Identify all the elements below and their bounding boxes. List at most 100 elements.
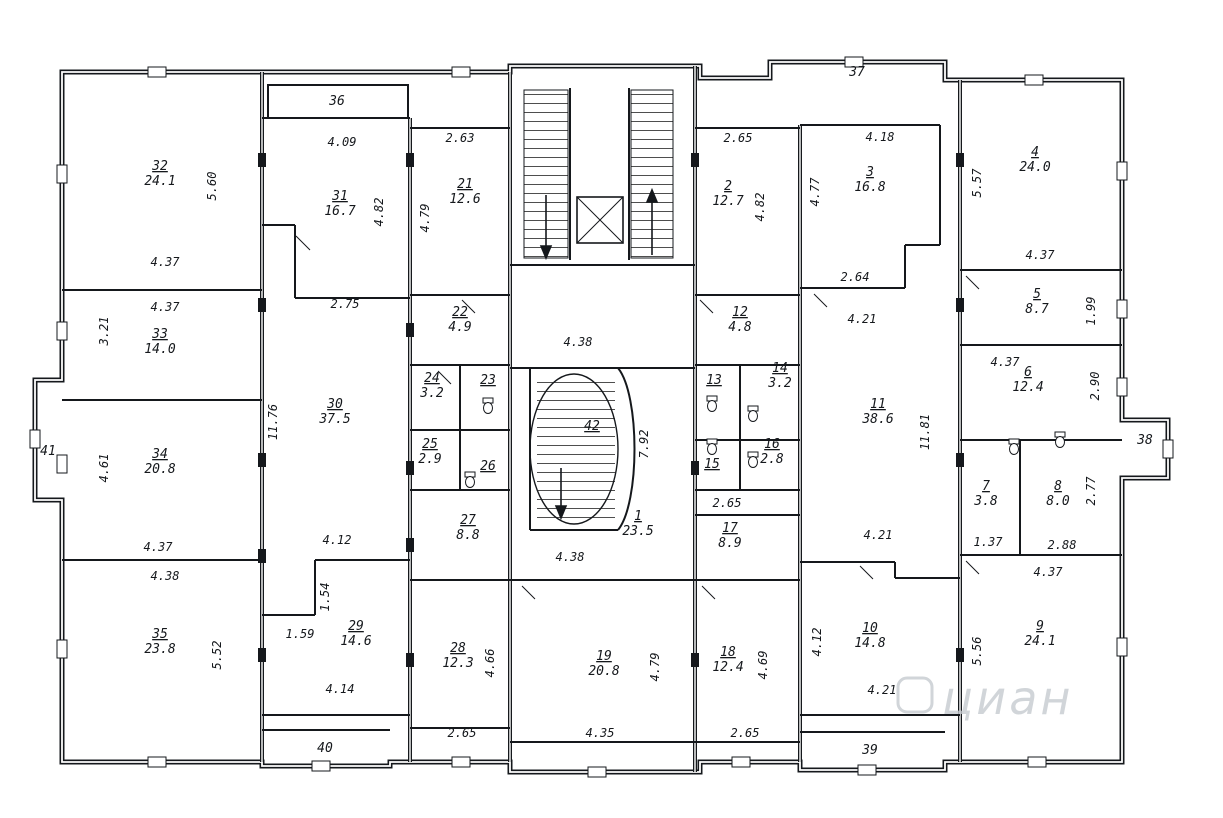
window-mark <box>451 756 471 768</box>
window-mark <box>56 164 68 184</box>
window-mark <box>29 429 41 449</box>
dim-label: 4.21 <box>848 312 877 326</box>
stair-42-treads <box>537 380 615 522</box>
dim-label: 4.37 <box>1026 248 1056 262</box>
mark-13: 13 <box>706 373 722 388</box>
dim-label: 2.75 <box>331 297 360 311</box>
dim-label: 5.60 <box>205 172 219 201</box>
window-marks <box>29 56 1174 778</box>
mark-39: 39 <box>861 743 878 758</box>
toilet-icon <box>706 395 718 412</box>
mark-23: 23 <box>480 373 496 388</box>
toilet-icon <box>464 471 476 488</box>
mark-37: 37 <box>848 65 865 80</box>
elevator-cross-icon <box>576 196 624 244</box>
dim-label: 4.21 <box>864 528 893 542</box>
dim-label: 2.65 <box>731 726 760 740</box>
dim-label: 4.66 <box>483 649 497 678</box>
dim-label: 2.88 <box>1048 538 1077 552</box>
dim-label: 5.52 <box>210 641 224 670</box>
mark-38: 38 <box>1136 433 1153 448</box>
mark-36: 36 <box>328 94 345 109</box>
dim-label: 4.12 <box>810 628 824 657</box>
dim-label: 4.37 <box>151 300 181 314</box>
mark-41: 41 <box>40 444 56 459</box>
window-mark <box>731 756 751 768</box>
pier-marks <box>258 153 964 667</box>
window-mark <box>451 66 471 78</box>
partition-walls <box>62 84 1122 743</box>
dim-label: 4.37 <box>991 355 1021 369</box>
dim-label: 4.18 <box>866 130 895 144</box>
dim-label: 2.65 <box>724 131 753 145</box>
dim-label: 4.35 <box>586 726 615 740</box>
dim-label: 4.61 <box>97 454 111 483</box>
window-mark <box>1116 377 1128 397</box>
toilet-icon <box>747 405 759 422</box>
dim-label: 2.64 <box>841 270 870 284</box>
dim-label: 4.69 <box>756 651 770 680</box>
dim-label: 4.82 <box>372 198 386 227</box>
stair-direction-arrows <box>539 187 659 521</box>
window-mark <box>1116 161 1128 181</box>
dim-label: 4.14 <box>326 682 355 696</box>
dim-label: 7.92 <box>637 430 651 459</box>
toilet-icon <box>706 438 718 455</box>
window-mark <box>56 454 68 474</box>
window-mark <box>1116 637 1128 657</box>
dim-label: 4.79 <box>418 204 432 233</box>
window-mark <box>147 756 167 768</box>
dim-label: 2.90 <box>1088 372 1102 401</box>
mark-26: 26 <box>480 459 496 474</box>
window-mark <box>857 764 877 776</box>
toilet-icon <box>1054 431 1066 448</box>
dim-label: 4.82 <box>753 193 767 222</box>
window-mark <box>1162 439 1174 459</box>
toilet-icon <box>747 451 759 468</box>
dim-label: 4.79 <box>648 653 662 682</box>
dim-label: 1.37 <box>974 535 1004 549</box>
dim-label: 4.77 <box>808 177 822 207</box>
dim-label: 11.76 <box>266 404 280 440</box>
dim-label: 2.77 <box>1084 476 1098 506</box>
dim-label: 4.37 <box>144 540 174 554</box>
dim-label: 4.09 <box>328 135 357 149</box>
window-mark <box>844 56 864 68</box>
window-mark <box>311 760 331 772</box>
window-mark <box>1027 756 1047 768</box>
window-mark <box>147 66 167 78</box>
main-dividers-inner <box>261 66 961 772</box>
mark-42: 42 <box>584 419 600 434</box>
bathroom-fixtures <box>464 395 1066 488</box>
dim-label: 4.38 <box>564 335 593 349</box>
dim-label: 4.38 <box>151 569 180 583</box>
watermark-logo-icon <box>896 676 934 714</box>
window-mark <box>56 639 68 659</box>
mark-40: 40 <box>317 741 333 756</box>
dim-label: 4.37 <box>1034 565 1064 579</box>
dim-label: 4.38 <box>556 550 585 564</box>
door-leaves <box>295 235 980 600</box>
dim-label: 5.56 <box>970 637 984 666</box>
